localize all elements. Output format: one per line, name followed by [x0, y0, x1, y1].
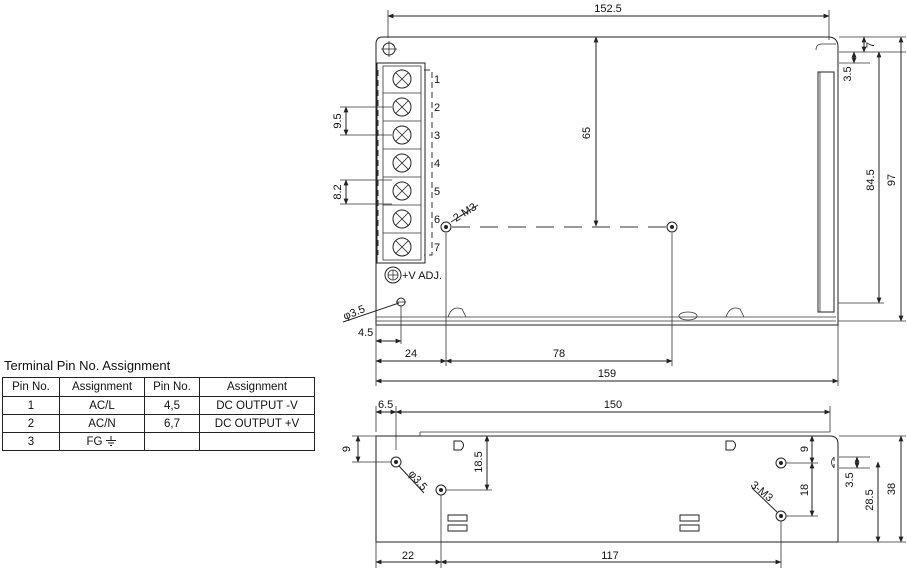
terminal-cross-mark	[395, 240, 409, 254]
table-cell: FG	[59, 432, 145, 451]
dim-side-bottom-span: 117	[601, 550, 619, 562]
terminal-screw-icon	[392, 69, 412, 89]
col-assignment-2: Assignment	[199, 377, 315, 397]
dim-right-height-total: 97	[886, 174, 898, 186]
vadj-label: +V ADJ.	[402, 270, 442, 282]
dim-side-width: 150	[604, 399, 622, 411]
clip-left	[447, 307, 467, 318]
vadj-pot-icon	[384, 266, 402, 284]
terminal-number: 4	[434, 158, 440, 170]
svg-text:φ3.5: φ3.5	[406, 468, 430, 493]
terminal-cross-mark	[395, 156, 409, 170]
top-plate-outline	[375, 36, 839, 326]
dim-right-offset-a: 7	[865, 42, 877, 48]
table-cell: AC/L	[59, 396, 145, 415]
mount-screw-label: 2-M3	[451, 201, 479, 224]
dim-side-height-mid: 28.5	[864, 489, 876, 510]
terminal-screws: 1 2 3 4 5 6 7	[383, 69, 440, 257]
terminal-screw-icon	[392, 97, 412, 117]
terminal-screw-icon	[392, 181, 412, 201]
dim-side-left-offset: 6.5	[378, 399, 393, 411]
dia-symbol: φ	[342, 309, 353, 323]
terminal-number: 5	[434, 186, 440, 198]
dim-hole-span: 78	[553, 348, 565, 360]
terminal-screw-icon	[392, 125, 412, 145]
table-row: 3 FG	[2, 432, 315, 451]
col-pin-no-2: Pin No.	[144, 377, 200, 397]
side-rail	[817, 71, 835, 313]
dim-right-height-mid: 84.5	[865, 169, 877, 190]
terminal-cross-mark	[395, 72, 409, 86]
ground-icon	[106, 435, 117, 446]
col-assignment-1: Assignment	[59, 377, 145, 397]
dim-side-left-drop: 18.5	[473, 451, 485, 472]
dim-overall-length: 159	[598, 368, 616, 380]
dim-top-width: 152.5	[594, 3, 622, 15]
terminal-screw-icon	[392, 209, 412, 229]
side-tab-right	[725, 440, 736, 451]
pin-table-title: Terminal Pin No. Assignment	[4, 358, 171, 373]
table-cell: 4,5	[144, 396, 200, 415]
table-cell	[199, 432, 315, 451]
dim-hole-x1: 24	[405, 348, 417, 360]
clip-right	[725, 307, 745, 318]
terminal-number: 2	[434, 102, 440, 114]
mount-hole-2-icon	[666, 221, 678, 233]
dim-side-height-total: 38	[886, 483, 898, 495]
table-cell: 2	[2, 414, 60, 433]
dim-side-bottom-left: 22	[402, 550, 414, 562]
dim-side-left-hole-y: 9	[341, 446, 353, 452]
table-cell: DC OUTPUT +V	[199, 414, 315, 433]
terminal-screw-icon	[392, 237, 412, 257]
col-pin-no-1: Pin No.	[2, 377, 60, 397]
dim-top-hole-dia: 3.5	[348, 303, 367, 320]
table-cell	[144, 432, 200, 451]
dim-inner-height: 65	[581, 127, 593, 139]
side-view: 6.5 150 9 φ3.5	[341, 399, 906, 568]
table-row: 1 AC/L 4,5 DC OUTPUT -V	[2, 396, 315, 415]
side-tab-left	[453, 440, 464, 451]
terminal-cross-mark	[395, 128, 409, 142]
terminal-number: 3	[434, 130, 440, 142]
table-cell: 1	[2, 396, 60, 415]
dim-side-right-top: 9	[799, 446, 811, 452]
terminal-cross-mark	[395, 184, 409, 198]
dim-edge-offset: 4.5	[358, 327, 373, 339]
table-cell: 6,7	[144, 414, 200, 433]
side-plate-outline	[375, 435, 839, 543]
terminal-cross-mark	[395, 212, 409, 226]
table-cell: 3	[2, 432, 60, 451]
terminal-number: 6	[434, 214, 440, 226]
mount-hole-1-icon	[440, 221, 452, 233]
terminal-block	[376, 62, 433, 264]
terminal-number: 7	[434, 242, 440, 254]
top-view: 152.5 1 2 3 4 5 6 7 +V ADJ. 9.5	[332, 3, 906, 386]
svg-text:φ3.5: φ3.5	[342, 303, 367, 323]
terminal-number: 1	[434, 74, 440, 86]
fg-label: FG	[86, 435, 103, 448]
table-header-row: Pin No. Assignment Pin No. Assignment	[2, 377, 315, 397]
terminal-screw-icon	[392, 153, 412, 173]
table-row: 2 AC/N 6,7 DC OUTPUT +V	[2, 414, 315, 433]
dim-side-right-offset: 3.5	[844, 472, 856, 487]
pin-assignment-table: Pin No. Assignment Pin No. Assignment 1 …	[2, 377, 315, 451]
dim-pitch-b: 8.2	[332, 184, 344, 199]
table-cell: AC/N	[59, 414, 145, 433]
side-mount-screw-label: 3-M3	[748, 479, 775, 504]
dim-right-offset-b: 3.5	[842, 66, 854, 81]
terminal-cross-mark	[395, 100, 409, 114]
dim-side-right-span: 18	[799, 484, 811, 496]
dim-pitch-a: 9.5	[332, 113, 344, 128]
table-cell: DC OUTPUT -V	[199, 396, 315, 415]
